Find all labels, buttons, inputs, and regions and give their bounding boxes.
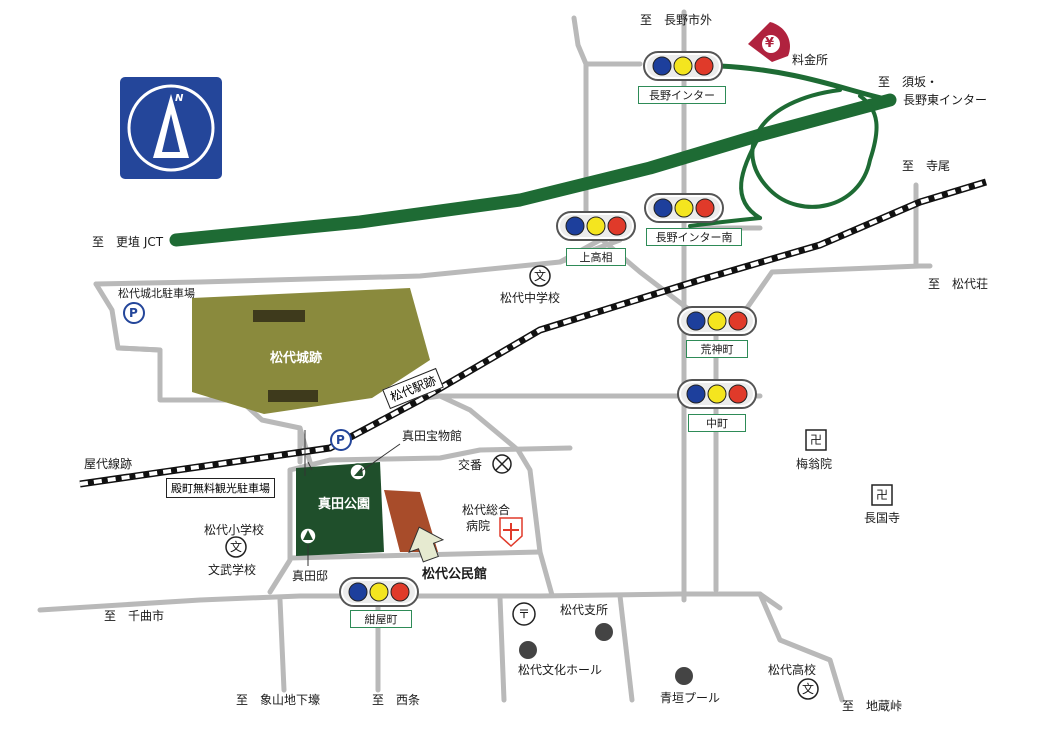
signal-label-nakamachi: 中町 — [688, 414, 746, 432]
facility-dots — [519, 623, 693, 685]
label-castle-parking: 松代城北駐車場 — [118, 287, 195, 300]
direction-suzaka: 至 須坂・ — [878, 75, 939, 89]
parking-icons — [123, 302, 352, 451]
north-arrow-icon — [118, 75, 224, 181]
school-symbol-high: 文 — [802, 682, 815, 696]
school-symbol-elementary: 文 — [230, 540, 243, 554]
label-elementary-1: 松代小学校 — [204, 523, 265, 537]
direction-suzaka-2: 長野東インター — [903, 93, 988, 107]
expressway — [169, 63, 897, 247]
signal-label-arajinmachi: 荒神町 — [686, 340, 748, 358]
school-symbol-jhs: 文 — [534, 269, 547, 283]
label-aogaki-pool: 青垣プール — [660, 691, 721, 705]
label-hospital-1: 松代総合 — [462, 503, 511, 517]
temple-symbol-chokokuji: 卍 — [876, 488, 889, 502]
entrance-markers — [299, 463, 367, 545]
parking-symbol-north: P — [129, 306, 138, 320]
label-sanada-park: 真田公園 — [318, 497, 371, 512]
label-culture-hall: 松代文化ホール — [518, 663, 603, 677]
signal-label-konyamachi: 紺屋町 — [350, 610, 412, 628]
castle-ruins-area — [192, 288, 430, 414]
label-elementary-2: 文武学校 — [208, 563, 257, 577]
label-baiouin: 梅翁院 — [796, 457, 833, 471]
label-high-school: 松代高校 — [768, 663, 817, 677]
castle-structure-1 — [253, 310, 305, 322]
direction-matsushiro-so: 至 松代荘 — [928, 277, 989, 291]
direction-zozan: 至 象山地下壕 — [236, 693, 321, 707]
label-castle-ruins: 松代城跡 — [270, 351, 323, 366]
signal-label-nagano-ic-south: 長野インター南 — [646, 228, 742, 246]
signal-nagano-ic-south — [644, 193, 724, 223]
temple-symbol-baiouin: 卍 — [810, 433, 823, 447]
label-free-parking: 殿町無料観光駐車場 — [166, 478, 275, 498]
signal-nagano-ic — [643, 51, 723, 81]
signal-arajinmachi — [677, 306, 757, 336]
label-community-hall: 松代公民館 — [422, 567, 488, 582]
community-hall-arrow — [408, 526, 445, 563]
parking-symbol-tonomachi: P — [336, 433, 345, 447]
label-chokokuji: 長国寺 — [864, 511, 901, 525]
castle-structure-2 — [268, 390, 318, 402]
hospital-icon — [499, 517, 523, 548]
direction-chikuma: 至 千曲市 — [104, 609, 165, 623]
direction-saijo: 至 西条 — [372, 693, 421, 707]
leader-lines — [304, 430, 401, 566]
label-jhs: 松代中学校 — [500, 291, 561, 305]
temple-icons — [805, 429, 893, 506]
traffic-signals — [339, 51, 757, 607]
label-branch-office: 松代支所 — [560, 603, 609, 617]
direction-terao: 至 寺尾 — [902, 159, 951, 173]
postal-symbol: 〒 — [518, 607, 531, 621]
label-yashiro-line: 屋代線跡 — [84, 457, 133, 471]
direction-jizo: 至 地蔵峠 — [842, 699, 903, 713]
police-box-icon — [492, 454, 512, 474]
tollgate-icon — [748, 22, 790, 62]
direction-koshoku-jct: 至 更埴 JCT — [92, 235, 164, 249]
sanada-park-area — [296, 462, 384, 556]
label-police-box: 交番 — [458, 458, 483, 472]
label-tollgate: 料金所 — [792, 53, 829, 67]
signal-nakamachi — [677, 379, 757, 409]
signal-label-nagano-ic: 長野インター — [638, 86, 726, 104]
toll-yen-symbol: ¥ — [765, 36, 775, 51]
label-treasure-museum: 真田宝物館 — [402, 429, 463, 443]
signal-konyamachi — [339, 577, 419, 607]
label-sanada-residence: 真田邸 — [292, 569, 329, 583]
label-hospital-2: 病院 — [466, 519, 491, 533]
direction-nagano-city: 至 長野市外 — [640, 13, 713, 27]
north-letter: N — [175, 93, 184, 104]
signal-kami-takasu — [556, 211, 636, 241]
school-icons — [225, 265, 819, 700]
signal-label-kami-takasu: 上高相 — [566, 248, 626, 266]
post-office-icon — [512, 602, 536, 626]
